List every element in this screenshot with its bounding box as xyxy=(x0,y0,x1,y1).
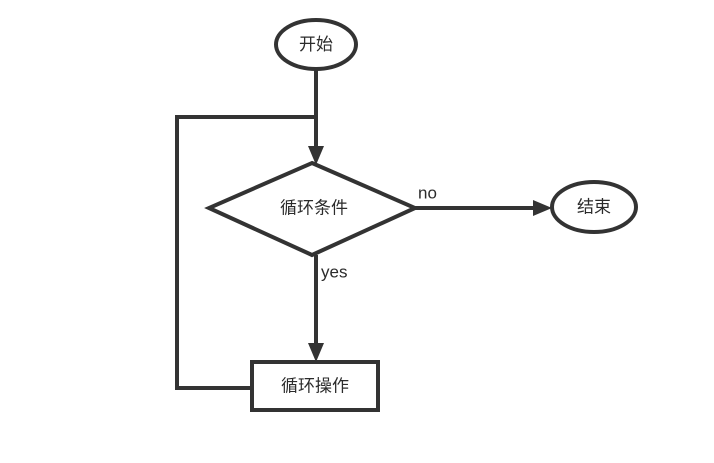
end-ellipse xyxy=(550,180,638,234)
arrowhead-start-to-decision xyxy=(308,146,324,165)
decision-label: 循环条件 xyxy=(280,198,348,217)
start-label: 开始 xyxy=(299,35,333,54)
start-ellipse xyxy=(274,18,358,71)
node-process[interactable]: 循环操作 xyxy=(250,360,380,412)
decision-diamond xyxy=(204,160,420,258)
arrowhead-decision-to-process xyxy=(308,343,324,362)
edge-label-yes: yes xyxy=(321,262,347,281)
process-rect xyxy=(250,360,380,412)
edge-label-no: no xyxy=(418,183,437,202)
node-start[interactable]: 开始 xyxy=(274,18,358,71)
arrowhead-decision-to-end xyxy=(533,200,552,216)
edge-process-to-decision xyxy=(175,115,316,390)
end-label: 结束 xyxy=(577,197,611,216)
process-label: 循环操作 xyxy=(281,376,349,395)
node-end[interactable]: 结束 xyxy=(550,180,638,234)
node-decision[interactable]: 循环条件 xyxy=(204,160,420,258)
